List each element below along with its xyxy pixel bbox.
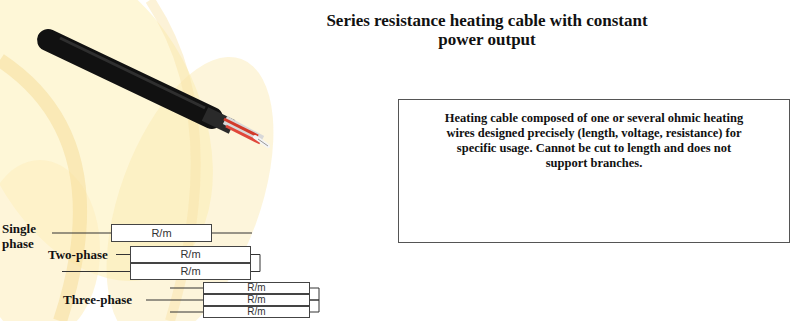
wire: [116, 254, 130, 255]
resistor-symbol: R/m: [130, 263, 251, 280]
resistor-symbol: R/m: [203, 294, 310, 306]
resistance-label: R/m: [151, 228, 171, 239]
resistor-symbol: R/m: [203, 282, 310, 294]
resistance-label: R/m: [247, 307, 265, 317]
wire: [146, 300, 203, 301]
bridge-wire: [310, 300, 319, 312]
phase-label: Three-phase: [63, 292, 132, 307]
resistor-symbol: R/m: [111, 224, 212, 242]
resistance-label: R/m: [180, 266, 200, 277]
wire: [170, 312, 203, 313]
resistor-symbol: R/m: [203, 306, 310, 318]
diagram-title: Series resistance heating cable with con…: [322, 11, 652, 49]
bridge-wire: [251, 255, 260, 272]
description-text: Heating cable composed of one or several…: [439, 111, 749, 171]
bridge-wire: [310, 288, 319, 300]
resistor-symbol: R/m: [130, 246, 251, 263]
wire: [62, 271, 130, 272]
phase-label: Single phase: [2, 221, 48, 251]
wire: [212, 233, 252, 234]
wire: [170, 288, 203, 289]
phase-label: Two-phase: [48, 247, 108, 262]
wire: [52, 233, 111, 234]
resistance-label: R/m: [247, 283, 265, 293]
description-box: Heating cable composed of one or several…: [398, 99, 790, 243]
resistance-label: R/m: [180, 249, 200, 260]
resistance-label: R/m: [247, 295, 265, 305]
